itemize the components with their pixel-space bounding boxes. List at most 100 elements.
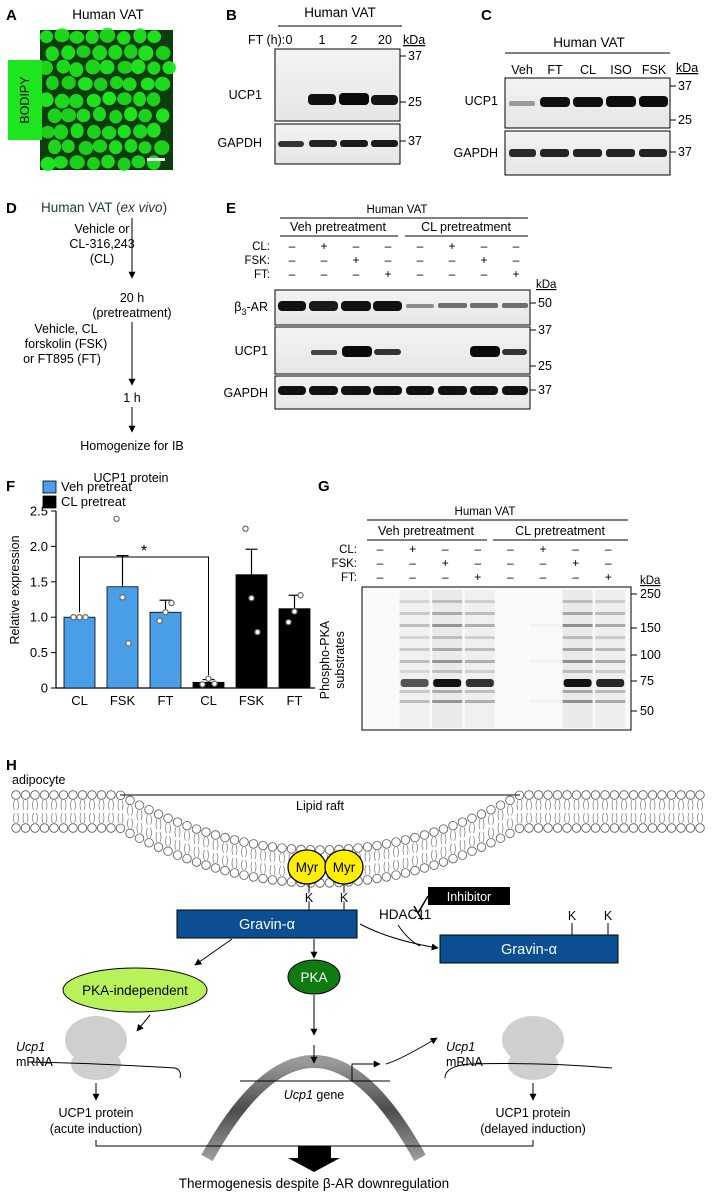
band <box>606 149 635 157</box>
lipid-tail <box>60 799 67 811</box>
mrna-right <box>444 1063 613 1079</box>
x-tick-label: CL <box>71 693 88 708</box>
band <box>540 149 569 157</box>
lipid-droplet <box>156 108 170 123</box>
lipid-head <box>457 817 468 827</box>
lipid-droplet <box>76 108 91 123</box>
panel-e-gapdh-bands <box>278 386 528 395</box>
band <box>562 612 593 615</box>
lipid-tail <box>440 833 447 845</box>
panel-b-marker-37: 37 <box>408 49 422 63</box>
band <box>540 97 570 107</box>
data-point <box>297 592 304 599</box>
panel-g-marker-250: 250 <box>640 587 661 601</box>
lipid-droplet <box>38 92 54 107</box>
lipid-head <box>258 873 268 884</box>
band <box>340 140 368 147</box>
band <box>399 700 430 703</box>
lipid-head <box>505 828 515 839</box>
panel-e-title: Human VAT <box>367 204 428 216</box>
panel-a: A Human VAT BODIPY <box>6 7 176 171</box>
lipid-head <box>191 824 202 834</box>
lipid-head <box>400 868 411 878</box>
panel-d-step4: 1 h <box>123 391 140 405</box>
lipid-droplet <box>131 59 146 75</box>
panel-e-row-fsk: FSK: <box>244 255 270 267</box>
lipid-head <box>210 863 221 873</box>
lipid-tail <box>70 799 76 811</box>
lipid-head <box>628 790 639 800</box>
lipid-tail <box>98 812 105 824</box>
lipid-tail <box>592 812 599 824</box>
band <box>399 612 430 615</box>
band <box>502 303 528 308</box>
treatment-sign: – <box>540 556 547 570</box>
pka-independent-label: PKA-independent <box>82 983 188 998</box>
data-point <box>119 594 126 601</box>
band <box>341 386 371 395</box>
panel-g-marker-100: 100 <box>640 648 661 662</box>
lipid-head <box>609 790 620 800</box>
lipid-droplet <box>133 124 148 139</box>
lipid-head <box>20 790 31 800</box>
panel-g-kda: kDa <box>640 575 661 587</box>
treatment-sign: – <box>540 570 547 584</box>
band <box>562 600 593 603</box>
inhibition-line <box>417 895 429 914</box>
panel-g: G Human VAT Veh pretreatment CL pretreat… <box>318 478 661 731</box>
band <box>562 636 593 639</box>
pka-label: PKA <box>300 970 327 985</box>
treatment-sign: + <box>512 267 519 281</box>
treatment-sign: + <box>352 253 359 267</box>
lipid-droplet <box>117 157 131 171</box>
lipid-raft-label: Lipid raft <box>296 799 344 813</box>
lipid-tail <box>70 812 76 824</box>
arrow-to-translation <box>136 1014 151 1032</box>
treatment-sign: – <box>385 239 392 253</box>
lipid-droplet <box>101 126 117 140</box>
band-75kda <box>596 679 625 687</box>
band <box>464 600 495 603</box>
panel-c-gapdh-bands <box>509 149 667 157</box>
panel-b-ucp1-blot <box>274 48 401 122</box>
lipid-droplet <box>93 77 108 92</box>
lipid-tail <box>668 812 675 824</box>
panel-g-row-cl: CL: <box>339 544 357 556</box>
panel-a-title: Human VAT <box>72 7 144 22</box>
band <box>595 690 626 693</box>
lipid-tail <box>412 842 418 853</box>
lipid-droplet <box>109 109 123 124</box>
lipid-droplet <box>53 124 69 140</box>
lipid-tail <box>127 805 133 816</box>
lipid-head <box>210 830 221 840</box>
x-tick-label: FSK <box>239 693 265 708</box>
lipid-head <box>666 790 677 800</box>
band <box>562 670 593 673</box>
lipid-head <box>638 790 648 800</box>
lipid-tail <box>98 799 105 811</box>
acute-protein-line1: UCP1 protein <box>58 1106 133 1120</box>
lipid-head <box>657 823 667 833</box>
panel-c-marker-37b: 37 <box>678 145 692 159</box>
lipid-tail <box>22 799 29 811</box>
bar <box>192 681 225 689</box>
lipid-droplet <box>101 154 115 169</box>
mrna-right-label: mRNA <box>446 1055 483 1069</box>
lipid-head <box>58 790 69 800</box>
panel-b-time-1: 1 <box>319 33 326 47</box>
band <box>509 149 536 157</box>
lipid-head <box>153 809 164 819</box>
panel-h: H adipocyte Lipid raft Myr Myr K K Gravi… <box>6 757 705 1191</box>
lipid-tail <box>165 823 171 834</box>
band <box>278 141 304 147</box>
treatment-sign: – <box>409 570 416 584</box>
lipid-head <box>87 823 97 833</box>
lipid-head <box>353 843 363 853</box>
lipid-head <box>286 844 297 854</box>
gravin-alpha-deacetylated-label: Gravin-α <box>501 942 557 958</box>
x-tick-label: FT <box>158 693 174 708</box>
band <box>595 648 626 651</box>
lipid-tail <box>193 846 200 858</box>
panel-g-group2: CL pretreatment <box>515 524 605 538</box>
lipid-head <box>229 835 240 845</box>
